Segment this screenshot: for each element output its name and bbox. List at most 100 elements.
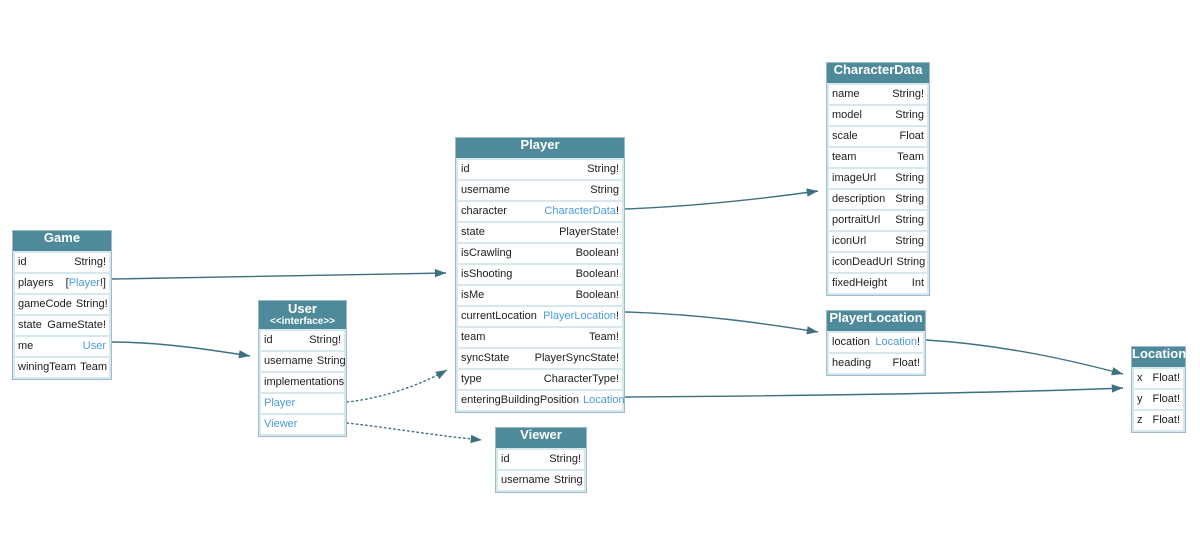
edge-Player.enteringBuildingPosition-to-Location [624, 384, 1124, 398]
type-link[interactable]: Player [264, 397, 296, 409]
type-text: String [895, 193, 924, 205]
field-name: id [461, 163, 470, 175]
table-title: Location [1132, 346, 1187, 361]
field-type: String [895, 211, 924, 230]
table-header-viewer[interactable]: Viewer [496, 428, 586, 448]
type-text: Team [897, 151, 924, 163]
field-name: syncState [461, 352, 510, 364]
field-type: Int [912, 274, 924, 293]
type-link[interactable]: Location [583, 394, 625, 406]
field-row-isShooting[interactable]: isShooting Boolean! [458, 265, 622, 284]
field-name: isShooting [461, 268, 513, 280]
table-header-location[interactable]: Location [1132, 346, 1187, 367]
field-type: Boolean! [576, 244, 619, 263]
field-row-Viewer[interactable]: Viewer [261, 415, 344, 434]
field-name: players [18, 277, 54, 289]
type-text: Float! [892, 357, 920, 369]
type-text: String! [309, 334, 341, 346]
field-name: x [1137, 372, 1143, 384]
field-type: Team [80, 358, 107, 377]
field-name: imageUrl [832, 172, 877, 184]
table-header-playerlocation[interactable]: PlayerLocation [827, 311, 925, 331]
table-header-player[interactable]: Player [456, 138, 624, 158]
field-type: String [554, 471, 583, 490]
field-type: Boolean! [576, 265, 619, 284]
field-name: y [1137, 393, 1143, 405]
field-row-model[interactable]: model String [829, 106, 927, 125]
table-header-game[interactable]: Game [13, 231, 111, 251]
field-name: state [18, 319, 42, 331]
field-type: String [895, 106, 924, 125]
type-link[interactable]: PlayerLocation [543, 310, 616, 322]
table-header-user[interactable]: User<<interface>> [259, 301, 346, 329]
type-text: String! [75, 298, 108, 310]
field-type: String! [549, 450, 581, 469]
field-type: Float! [1152, 390, 1180, 409]
field-type: Location [583, 391, 625, 410]
field-type: String [590, 181, 619, 200]
table-title: Viewer [520, 427, 562, 442]
type-text: Team [80, 361, 107, 373]
field-type: Float [900, 127, 924, 146]
type-link[interactable]: Location [875, 336, 917, 348]
type-link[interactable]: User [82, 340, 106, 352]
field-row-y[interactable]: y Float! [1134, 390, 1183, 409]
type-text: !] [99, 277, 106, 289]
type-link[interactable]: Player [68, 277, 100, 289]
field-type: String! [74, 253, 106, 272]
field-type: CharacterData! [544, 202, 619, 221]
field-row-players[interactable]: players [Player!] [15, 274, 109, 293]
field-type: Float! [1152, 411, 1180, 430]
type-link[interactable]: Viewer [264, 418, 298, 430]
type-text: [ [65, 277, 69, 289]
field-name: model [832, 109, 862, 121]
field-type: String! [309, 331, 341, 350]
field-row-Player[interactable]: Player [261, 394, 344, 413]
field-row-implementations[interactable]: implementations [261, 373, 344, 392]
field-name: iconUrl [832, 235, 867, 247]
field-type: Team [897, 148, 924, 167]
table-title: CharacterData [833, 62, 923, 77]
type-link[interactable]: CharacterData [544, 205, 616, 217]
type-text: Float! [1152, 393, 1180, 405]
table-header-characterdata[interactable]: CharacterData [827, 63, 929, 83]
type-text: String! [549, 453, 581, 465]
